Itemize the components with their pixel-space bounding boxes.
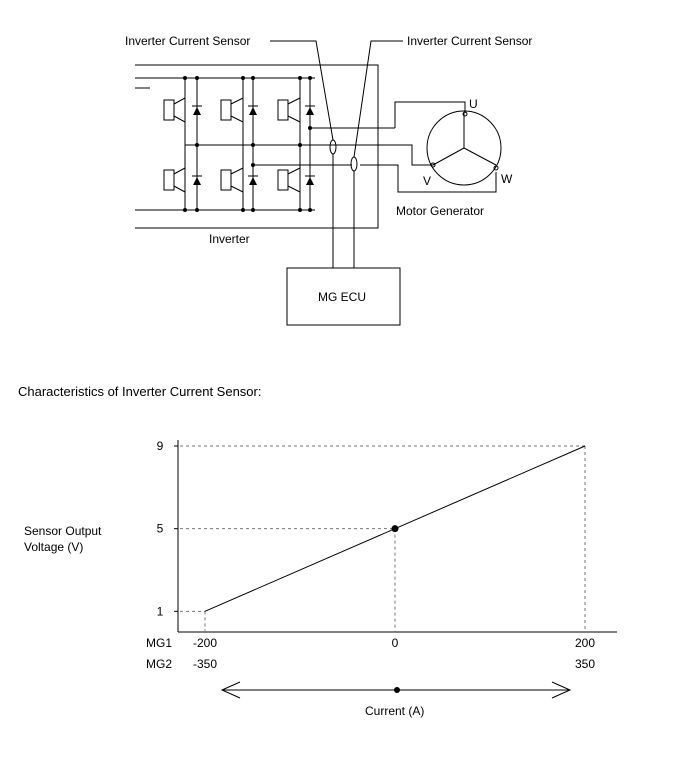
sensor-label-right: Inverter Current Sensor bbox=[407, 34, 532, 48]
x-axis-label: Current (A) bbox=[365, 704, 424, 718]
x-tick-label: 200 bbox=[575, 636, 595, 650]
x-tick-label: 0 bbox=[392, 636, 399, 650]
y-tick-label: 5 bbox=[157, 522, 164, 536]
inverter-outline bbox=[135, 64, 379, 229]
chart-title: Characteristics of Inverter Current Sens… bbox=[18, 384, 261, 399]
current-direction-arrow bbox=[220, 681, 572, 699]
current-sensor-left-icon bbox=[329, 139, 337, 155]
phase-u-to-motor bbox=[394, 101, 466, 128]
y-tick-label: 1 bbox=[157, 604, 164, 618]
phase-w-label: W bbox=[501, 172, 513, 186]
mg-ecu-box bbox=[286, 267, 401, 326]
x-row-label-mg1: MG1 bbox=[146, 636, 172, 650]
phase-v-label: V bbox=[423, 174, 431, 188]
inverter-label: Inverter bbox=[209, 232, 250, 246]
phase-u-label: U bbox=[469, 97, 478, 111]
x-tick-label: -350 bbox=[193, 657, 217, 671]
x-tick-label: -200 bbox=[193, 636, 217, 650]
voltage-current-chart: Sensor Output Voltage (V) MG1 MG2 1 5 9 -20… bbox=[24, 439, 617, 718]
marked-point bbox=[391, 525, 399, 533]
y-axis-label-line2: Voltage (V) bbox=[24, 540, 83, 554]
y-tick-label: 9 bbox=[157, 439, 164, 453]
sensor-label-left: Inverter Current Sensor bbox=[125, 34, 250, 48]
motor-generator-icon bbox=[426, 110, 502, 186]
igbt-transistor-icon bbox=[163, 97, 301, 193]
ecu-label: MG ECU bbox=[318, 290, 366, 304]
phase-v-wire bbox=[300, 144, 433, 166]
diode-icon bbox=[192, 105, 315, 185]
x-tick-label: 350 bbox=[575, 657, 595, 671]
circuit-diagram: Inverter Current Sensor Inverter Current… bbox=[125, 34, 532, 326]
y-axis-label-line1: Sensor Output bbox=[24, 524, 102, 538]
x-row-label-mg2: MG2 bbox=[146, 657, 172, 671]
motor-generator-label: Motor Generator bbox=[396, 204, 484, 218]
current-sensor-right-icon bbox=[350, 156, 358, 172]
phase-w-wire bbox=[253, 164, 497, 193]
